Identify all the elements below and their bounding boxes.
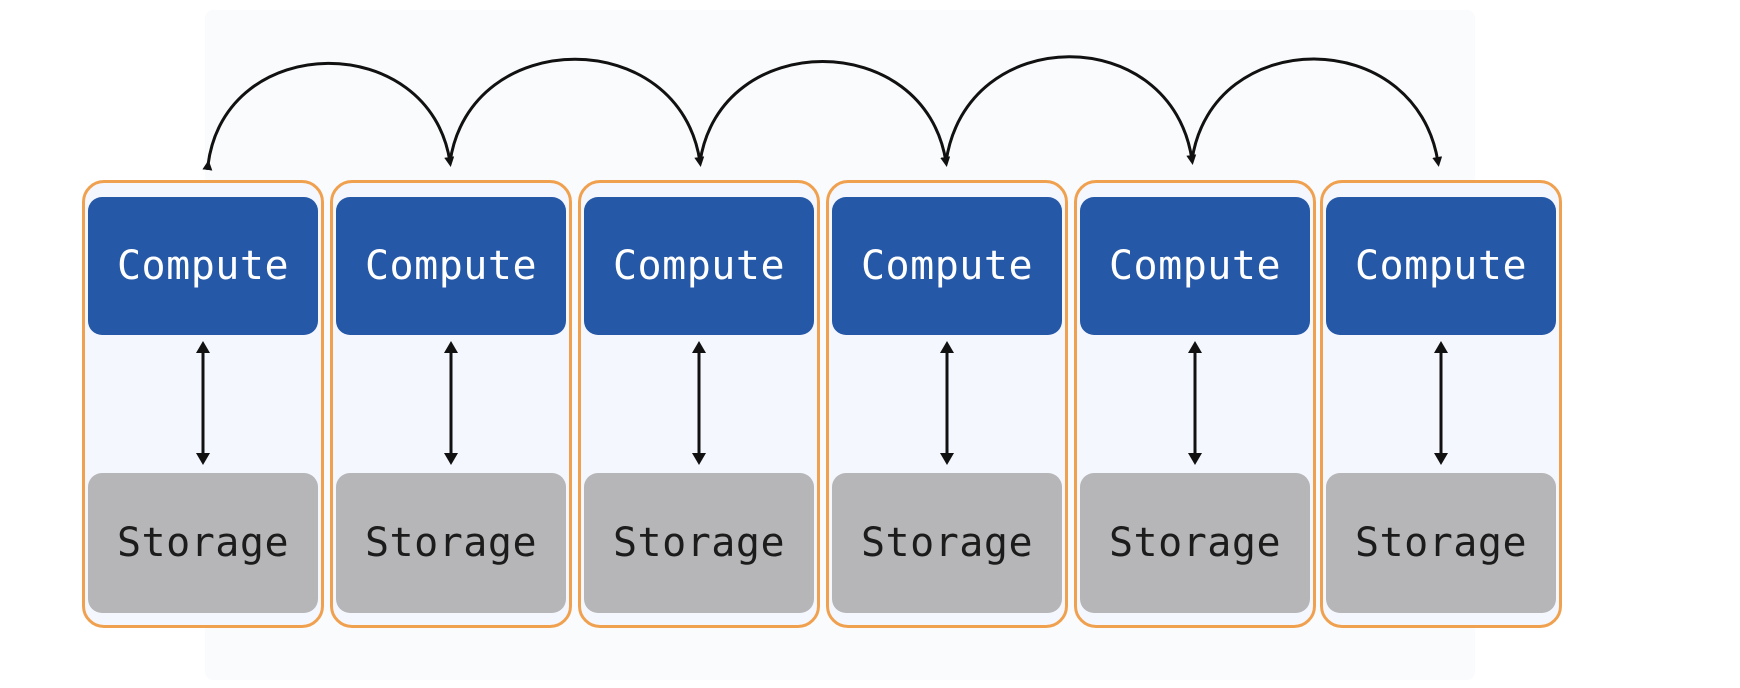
bidirectional-arrow [444,341,458,465]
compute-block: Compute [584,197,814,335]
bidirectional-arrow [196,341,210,465]
bidirectional-arrow [1188,341,1202,465]
bidirectional-arrow [692,341,706,465]
storage-block: Storage [832,473,1062,613]
storage-block: Storage [88,473,318,613]
compute-block: Compute [1326,197,1556,335]
compute-block: Compute [832,197,1062,335]
node-6: Compute Storage [1320,180,1562,628]
storage-block: Storage [1080,473,1310,613]
arc-node-5-6 [1190,57,1443,167]
compute-block: Compute [336,197,566,335]
arc-node-1-2 [202,61,455,171]
bidirectional-arrow [1434,341,1448,465]
node-3: Compute Storage [578,180,820,628]
compute-block: Compute [1080,197,1310,335]
storage-block: Storage [1326,473,1556,613]
storage-block: Storage [336,473,566,613]
arc-node-2-3 [448,57,705,167]
bidirectional-arrow [940,341,954,465]
storage-block: Storage [584,473,814,613]
compute-block: Compute [88,197,318,335]
node-1: Compute Storage [82,180,324,628]
node-2: Compute Storage [330,180,572,628]
node-5: Compute Storage [1074,180,1316,628]
node-4: Compute Storage [826,180,1068,628]
arc-node-3-4 [698,60,951,167]
arc-node-4-5 [944,55,1197,165]
